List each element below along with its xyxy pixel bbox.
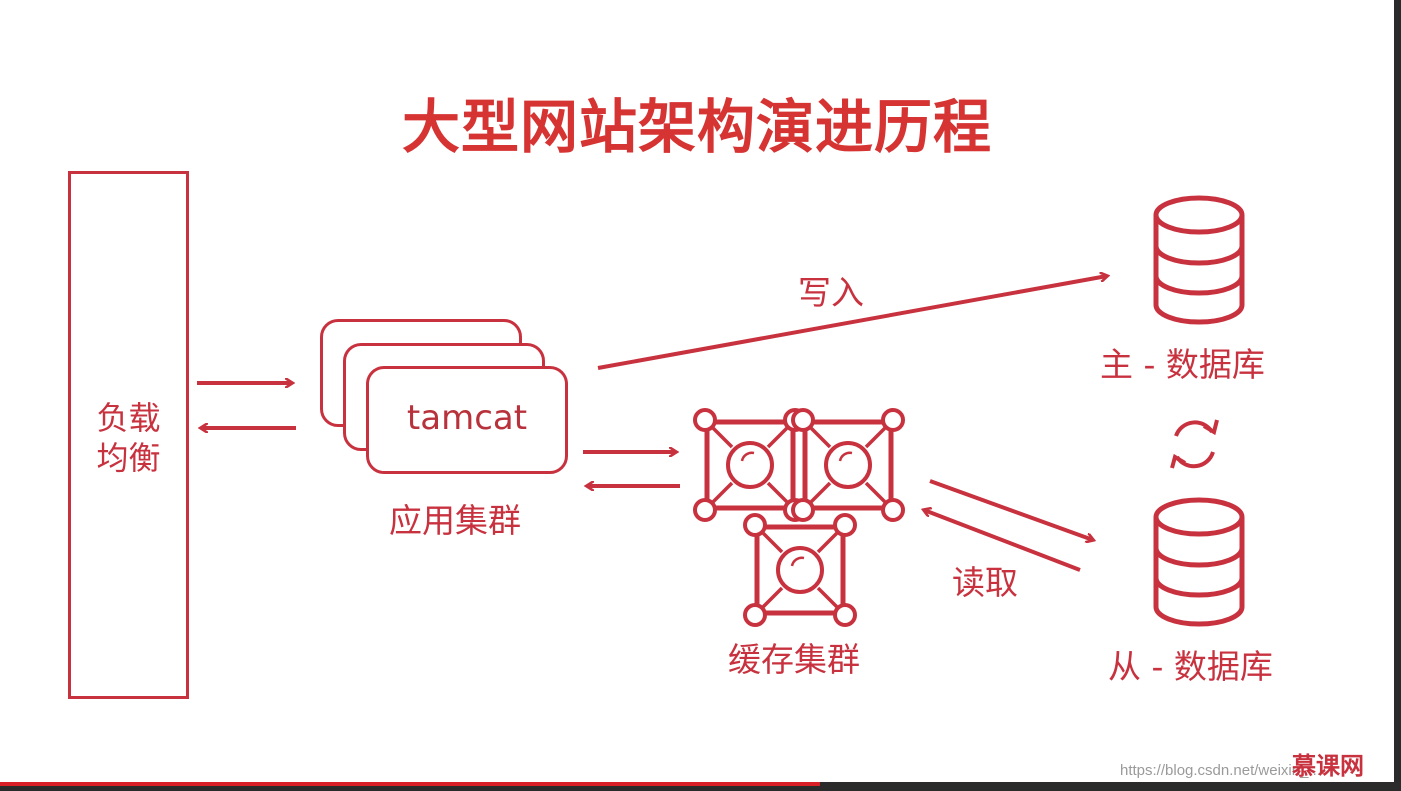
write-arrow xyxy=(597,276,1107,370)
window-edge xyxy=(1394,0,1401,791)
master-database-icon xyxy=(1156,198,1242,322)
cache-node-icon xyxy=(695,410,805,520)
brand-logo: 慕课网 xyxy=(1292,752,1364,780)
video-progress-fill xyxy=(0,782,820,786)
read-arrow xyxy=(924,510,1081,572)
read-label: 读取 xyxy=(952,563,1018,602)
cache-cluster-label: 缓存集群 xyxy=(728,640,860,679)
watermark-url: https://blog.csdn.net/weixin_... xyxy=(1120,762,1321,779)
app-server-card-front: tamcat xyxy=(366,366,568,474)
master-db-label: 主 - 数据库 xyxy=(1100,345,1265,384)
video-progress-bar[interactable] xyxy=(0,782,1401,791)
slave-db-label: 从 - 数据库 xyxy=(1108,647,1273,686)
load-balancer-label: 负载 均衡 xyxy=(71,398,186,478)
cache-node-icon xyxy=(745,515,855,625)
slide-title: 大型网站架构演进历程 xyxy=(401,93,992,161)
write-label: 写入 xyxy=(798,273,864,312)
slave-database-icon xyxy=(1156,500,1242,624)
app-cluster-label: 应用集群 xyxy=(389,501,521,540)
load-balancer-label-line1: 负载 xyxy=(96,399,161,437)
sync-icon xyxy=(1170,419,1219,469)
load-balancer-box: 负载 均衡 xyxy=(68,171,189,699)
load-balancer-label-line2: 均衡 xyxy=(96,439,161,477)
cache-node-icon xyxy=(793,410,903,520)
app-server-name: tamcat xyxy=(406,398,528,438)
cache-to-slave-arrow xyxy=(929,479,1093,540)
